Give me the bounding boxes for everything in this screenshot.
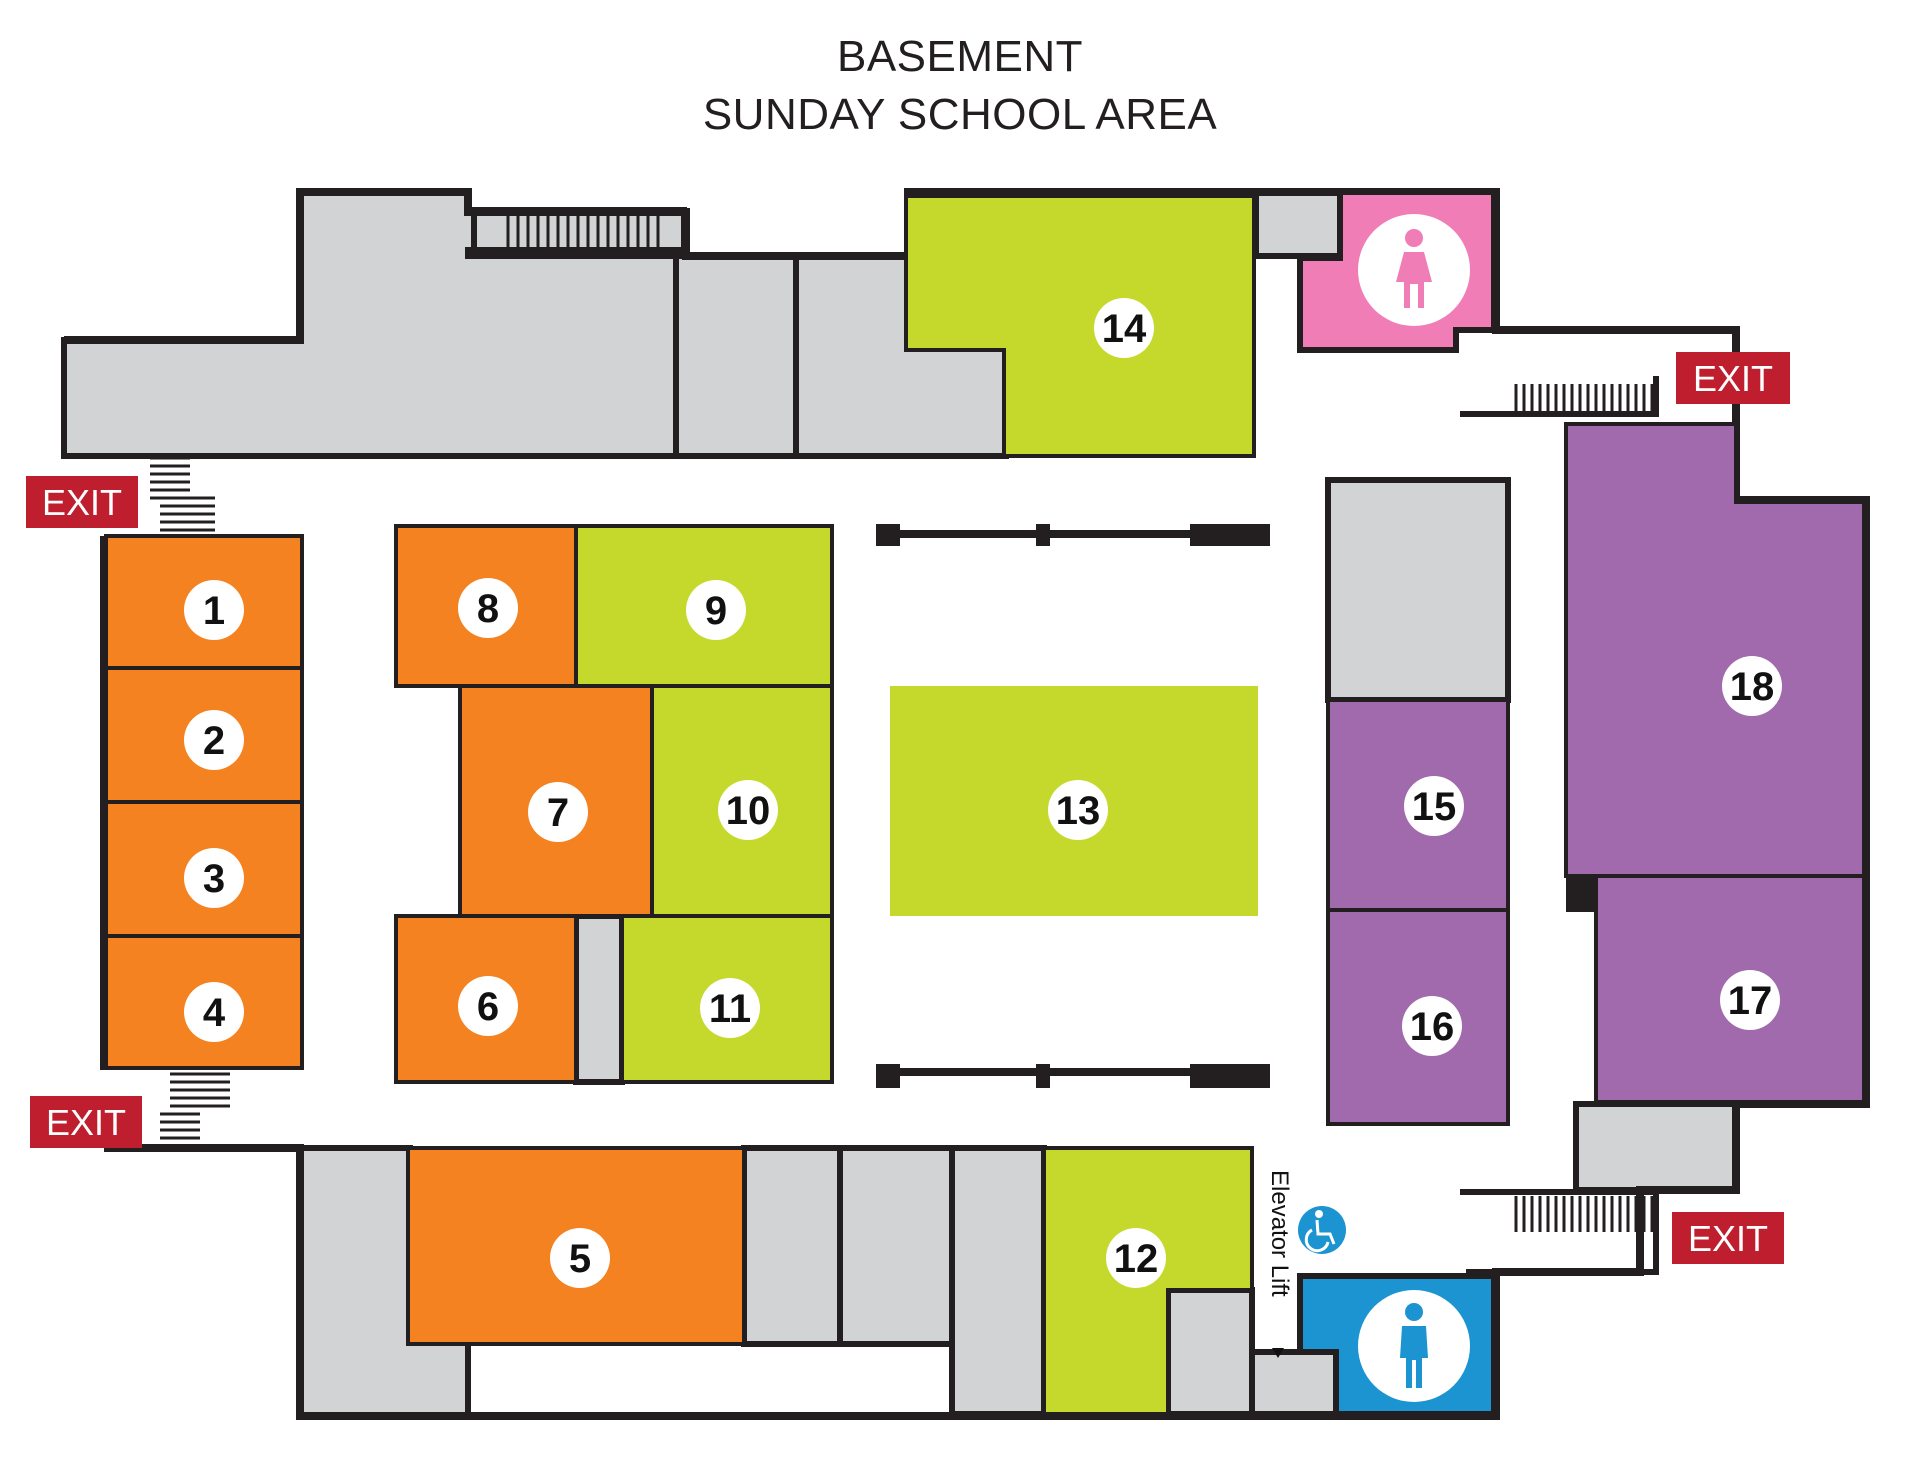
service-room-bottom-d xyxy=(1165,1287,1255,1417)
exit-bottom-left[interactable]: EXIT xyxy=(30,1096,142,1148)
service-room-bottom-e xyxy=(1249,1349,1339,1417)
exit-top-left[interactable]: EXIT xyxy=(26,476,138,528)
room-badge-10: 10 xyxy=(718,780,778,840)
room-badge-3: 3 xyxy=(184,848,244,908)
room-badge-2: 2 xyxy=(184,710,244,770)
room-badge-4: 4 xyxy=(184,982,244,1042)
hall-walls xyxy=(876,524,1270,1088)
service-room-bottom-c xyxy=(949,1145,1047,1417)
room-badge-14: 14 xyxy=(1094,298,1154,358)
room-number-13: 13 xyxy=(1056,789,1101,833)
stairwell-walls xyxy=(1460,376,1659,1275)
stairs-left-bottom xyxy=(160,1072,230,1140)
room-number-14: 14 xyxy=(1102,307,1147,351)
room-14[interactable] xyxy=(904,194,1256,458)
exit-label: EXIT xyxy=(46,1102,126,1143)
exit-label: EXIT xyxy=(42,482,122,523)
map-title: BASEMENT SUNDAY SCHOOL AREA xyxy=(0,28,1920,144)
elevator-arrow-icon xyxy=(1272,1348,1284,1358)
service-room-bottom-a xyxy=(741,1145,843,1347)
room-badge-16: 16 xyxy=(1402,996,1462,1056)
room-number-12: 12 xyxy=(1114,1237,1159,1281)
stairs-top xyxy=(506,214,660,248)
room-number-5: 5 xyxy=(569,1237,591,1281)
room-number-17: 17 xyxy=(1728,979,1773,1023)
room-number-9: 9 xyxy=(705,589,727,633)
room-number-2: 2 xyxy=(203,719,225,763)
room-number-3: 3 xyxy=(203,857,225,901)
exit-label: EXIT xyxy=(1693,358,1773,399)
room-badge-18: 18 xyxy=(1722,656,1782,716)
service-room-bottom-b xyxy=(837,1145,955,1347)
room-badge-9: 9 xyxy=(686,580,746,640)
stairs-right-top xyxy=(1514,384,1654,414)
title-line-2: SUNDAY SCHOOL AREA xyxy=(702,90,1218,139)
elevator-label: Elevator Lift xyxy=(1266,1170,1293,1297)
wheelchair-accessible-icon xyxy=(1298,1206,1346,1254)
room-18[interactable] xyxy=(1564,422,1866,878)
room-number-10: 10 xyxy=(726,789,771,833)
room-badge-11: 11 xyxy=(700,978,760,1038)
service-room-right-upper xyxy=(1325,477,1511,703)
room-badge-5: 5 xyxy=(550,1228,610,1288)
service-room-mid xyxy=(573,913,625,1085)
service-room-right-lower xyxy=(1573,1101,1739,1193)
service-room-top-a xyxy=(673,253,799,459)
room-badge-13: 13 xyxy=(1048,780,1108,840)
male-restroom-icon xyxy=(1358,1290,1470,1402)
room-badge-17: 17 xyxy=(1720,970,1780,1030)
room-number-4: 4 xyxy=(203,991,226,1035)
room-badge-15: 15 xyxy=(1404,776,1464,836)
room-number-6: 6 xyxy=(477,985,499,1029)
room-badge-6: 6 xyxy=(458,976,518,1036)
wall-pillar xyxy=(1566,876,1596,912)
room-2[interactable] xyxy=(104,666,304,804)
stair-treads xyxy=(150,214,1654,1232)
room-number-11: 11 xyxy=(709,987,751,1031)
stairs-left-top xyxy=(150,456,215,532)
room-badge-7: 7 xyxy=(528,782,588,842)
room-number-badges: 1 2 3 4 5 6 7 8 9 10 11 12 13 14 15 16 1… xyxy=(184,298,1782,1288)
exit-label: EXIT xyxy=(1688,1218,1768,1259)
room-number-15: 15 xyxy=(1412,785,1457,829)
female-restroom-icon xyxy=(1358,214,1470,326)
service-areas xyxy=(61,189,1739,1419)
room-number-18: 18 xyxy=(1730,665,1775,709)
room-number-8: 8 xyxy=(477,587,499,631)
room-badge-8: 8 xyxy=(458,578,518,638)
room-badge-12: 12 xyxy=(1106,1228,1166,1288)
room-number-1: 1 xyxy=(203,589,225,633)
room-badge-1: 1 xyxy=(184,580,244,640)
exit-bottom-right[interactable]: EXIT xyxy=(1672,1212,1784,1264)
room-number-7: 7 xyxy=(547,791,569,835)
title-line-1: BASEMENT xyxy=(836,32,1084,81)
service-room-top-c xyxy=(1253,189,1343,259)
exit-top-right[interactable]: EXIT xyxy=(1676,352,1790,404)
room-number-16: 16 xyxy=(1410,1005,1455,1049)
stairs-right-bottom xyxy=(1514,1196,1654,1232)
